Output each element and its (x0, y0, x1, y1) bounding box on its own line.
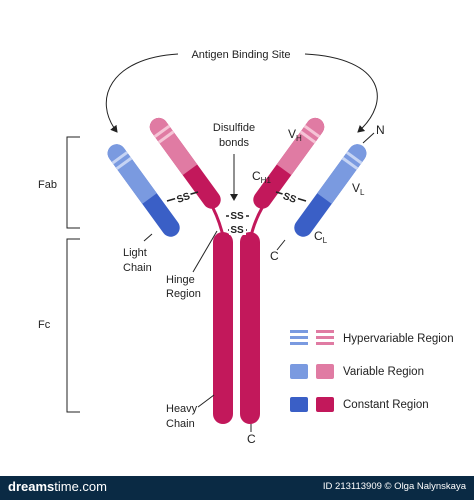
c-terminus-right-label: C (270, 249, 279, 263)
heavy-chain-label-line2: Chain (166, 418, 195, 430)
fc-label: Fc (38, 319, 51, 331)
ch1-label: CH1 (252, 169, 271, 185)
heavy-chain-arm-left (149, 117, 221, 209)
hinge-label-line1: Hinge (166, 274, 195, 286)
antigen-binding-site-label: Antigen Binding Site (191, 49, 290, 61)
light-chain-label-line1: Light (123, 247, 147, 259)
fc-bracket (66, 238, 80, 413)
legend-constant-label: Constant Region (343, 399, 429, 411)
hinge-label-line2: Region (166, 288, 201, 300)
antigen-arrow-right (304, 53, 378, 133)
ss-hinge-upper-label: SS (230, 211, 244, 222)
heavy-chain-stem-left (213, 232, 233, 424)
legend-variable-swatch (290, 364, 334, 379)
c-terminus-right-line (276, 239, 286, 251)
ss-right-arm-label: SS (281, 191, 298, 206)
c-terminus-bottom-label: C (247, 432, 256, 446)
n-terminus-label: N (376, 123, 385, 137)
vh-label: VH (288, 127, 302, 143)
cl-label: CL (314, 229, 328, 245)
antigen-arrow-left (105, 53, 179, 133)
light-chain-label-line2: Chain (123, 262, 152, 274)
hinge-pointer (192, 230, 218, 273)
ss-left-arm-label: SS (175, 191, 192, 206)
legend-constant-swatch (290, 397, 334, 412)
light-chain-pointer (143, 233, 153, 242)
light-chain-left (107, 144, 180, 237)
heavy-chain-pointer (197, 394, 215, 408)
disulfide-label-line1: Disulfide (213, 122, 255, 134)
light-chain-right (294, 144, 367, 237)
heavy-chain-stem-right (240, 232, 260, 424)
legend-variable-label: Variable Region (343, 366, 424, 378)
footer-bar: dreamstime.com ID 213113909 © Olga Nalyn… (0, 476, 474, 500)
n-terminus-line (362, 132, 375, 144)
footer-credit: ID 213113909 © Olga Nalynskaya (322, 481, 466, 492)
fab-label: Fab (38, 179, 57, 191)
heavy-chain-label-line1: Heavy (166, 403, 198, 415)
legend-hypervariable-swatch (290, 330, 334, 345)
heavy-chain-arm-right (253, 117, 325, 209)
fab-bracket (66, 136, 80, 229)
ss-hinge-lower-label: SS (230, 225, 244, 236)
legend-hypervariable-label: Hypervariable Region (343, 333, 454, 345)
antibody-svg: Antigen Binding Site Fab Fc SS (38, 49, 454, 446)
footer-brand: dreamstime.com (8, 479, 107, 494)
disulfide-label-line2: bonds (219, 137, 249, 149)
legend: Hypervariable Region Variable Region Con… (290, 330, 454, 412)
vl-label: VL (352, 181, 365, 197)
